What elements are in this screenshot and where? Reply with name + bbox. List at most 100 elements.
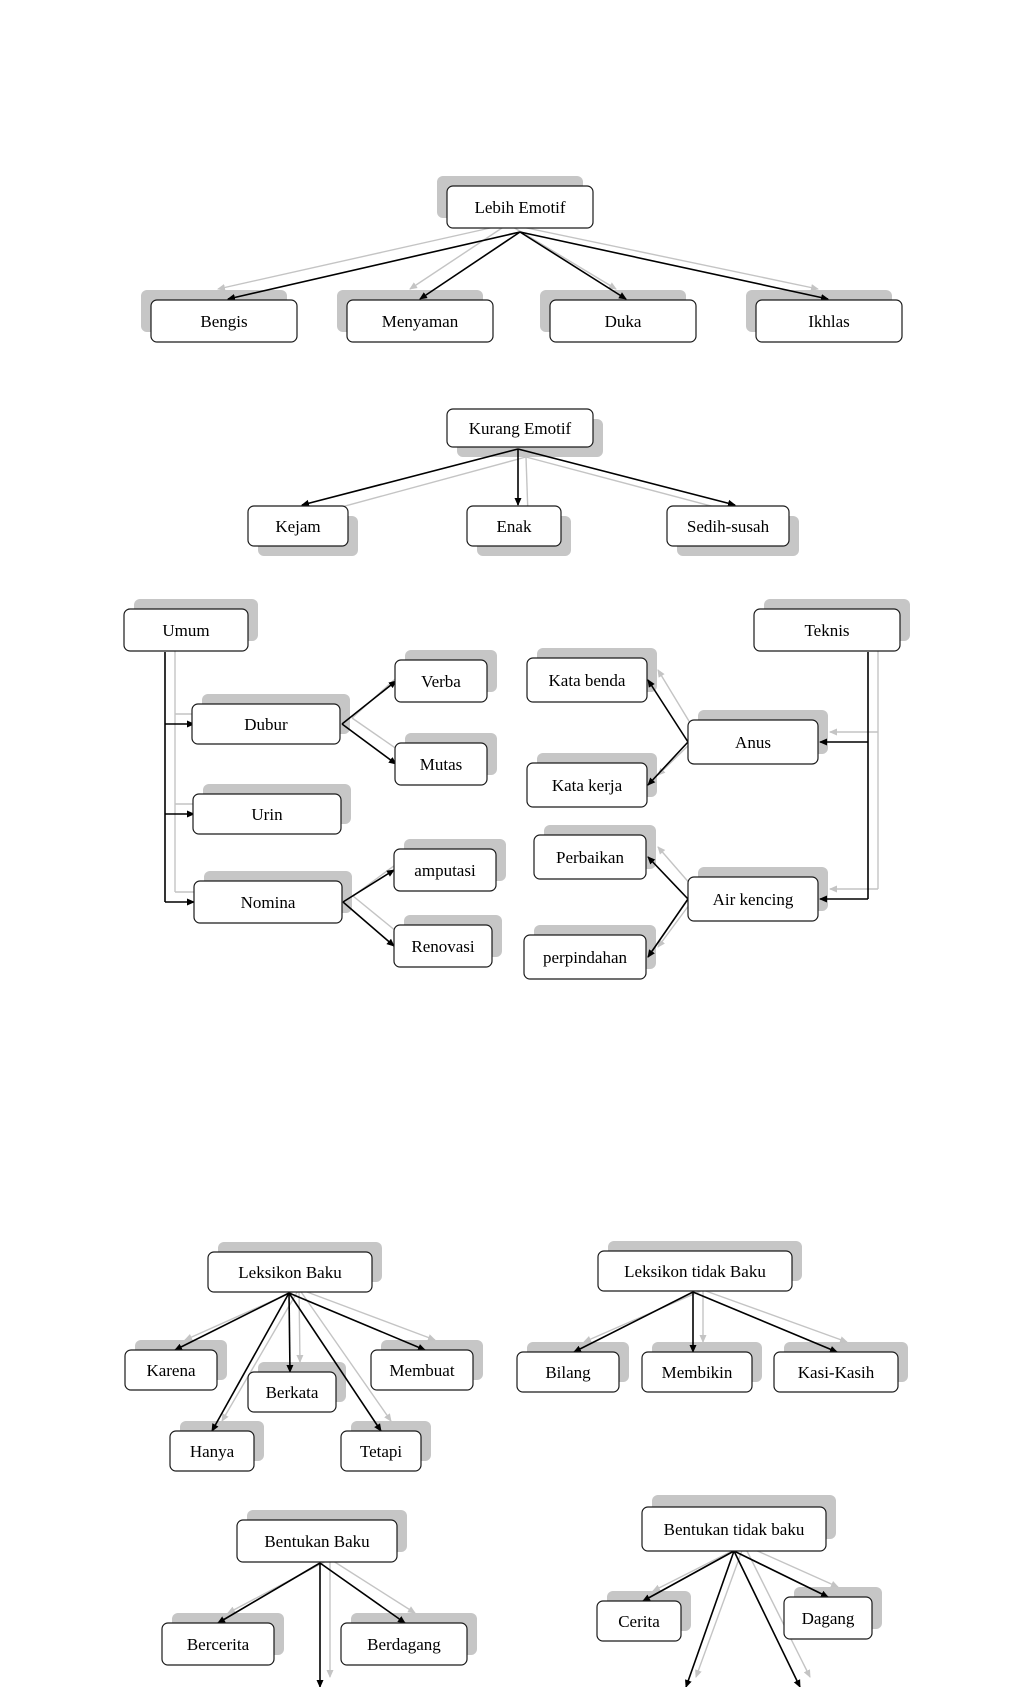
node-label-bilang: Bilang: [545, 1363, 591, 1382]
node-label-tetapi: Tetapi: [360, 1442, 403, 1461]
node-umum: Umum: [123, 608, 249, 652]
node-box-kejam: [247, 505, 349, 547]
node-label-nomina: Nomina: [241, 893, 296, 912]
node-box-amputasi: [393, 848, 497, 892]
connector-arrow-36: [647, 679, 689, 743]
node-label-dagang: Dagang: [802, 1609, 855, 1628]
node-box-bengis: [150, 299, 298, 343]
node-label-enak: Enak: [497, 517, 532, 536]
node-lebih-emotif: Lebih Emotif: [446, 185, 594, 229]
connector-arrow-28: [342, 901, 395, 947]
connector-arrow-22: [341, 680, 397, 725]
node-box-membuat: [370, 1349, 474, 1391]
node-label-kasi-kasih: Kasi-Kasih: [798, 1363, 875, 1382]
shadow-arrow-67: [652, 1544, 745, 1592]
shadow-arrow-69: [695, 1544, 745, 1678]
node-box-kasi-kasih: [773, 1351, 899, 1393]
connector-arrow-58: [692, 1291, 838, 1353]
node-label-verba: Verba: [421, 672, 461, 691]
node-bilang: Bilang: [516, 1351, 620, 1393]
node-label-bentukan-tidak-baku: Bentukan tidak baku: [664, 1520, 805, 1539]
node-label-berdagang: Berdagang: [367, 1635, 441, 1654]
node-label-cerita: Cerita: [618, 1612, 660, 1631]
node-box-nomina: [193, 880, 343, 924]
node-label-membikin: Membikin: [662, 1363, 733, 1382]
node-box-mutas: [394, 742, 488, 786]
connector-arrow-0: [227, 231, 521, 301]
connectors: [164, 231, 869, 1687]
connector-arrow-46: [286, 1292, 294, 1373]
shadow-arrow-55: [583, 1289, 704, 1343]
node-label-perpindahan: perpindahan: [543, 948, 628, 967]
node-box-sedih-susah: [666, 505, 790, 547]
node-box-umum: [123, 608, 249, 652]
node-label-leksikon-tidak-baku: Leksikon tidak Baku: [624, 1262, 766, 1281]
connector-arrow-42: [647, 898, 689, 958]
node-berkata: Berkata: [247, 1371, 337, 1413]
connector-arrow-72: [733, 1550, 829, 1598]
node-box-berkata: [247, 1371, 337, 1413]
shadow-arrow-53: [298, 1288, 392, 1422]
connector-arrow-66: [642, 1550, 735, 1602]
connector-arrow-4: [519, 231, 627, 300]
node-label-bentukan-baku: Bentukan Baku: [264, 1532, 370, 1551]
node-menyaman: Menyaman: [346, 299, 494, 343]
connector-arrow-60: [217, 1562, 321, 1624]
node-label-dubur: Dubur: [244, 715, 288, 734]
node-box-membikin: [641, 1351, 753, 1393]
node-box-menyaman: [346, 299, 494, 343]
node-label-berkata: Berkata: [266, 1383, 319, 1402]
node-ikhlas: Ikhlas: [755, 299, 903, 343]
node-label-lebih-emotif: Lebih Emotif: [474, 198, 565, 217]
node-box-perpindahan: [523, 934, 647, 980]
node-label-umum: Umum: [162, 621, 209, 640]
shadow-arrow-59: [702, 1289, 848, 1343]
connector-arrow-2: [419, 231, 521, 300]
node-box-perbaikan: [533, 834, 647, 880]
node-leksikon-baku: Leksikon Baku: [207, 1251, 373, 1293]
node-label-mutas: Mutas: [420, 755, 463, 774]
node-box-hanya: [169, 1430, 255, 1472]
node-box-kata-benda: [526, 657, 648, 703]
connector-arrow-54: [573, 1291, 694, 1353]
connector-arrow-26: [342, 869, 395, 903]
node-box-cerita: [596, 1600, 682, 1642]
node-kasi-kasih: Kasi-Kasih: [773, 1351, 899, 1393]
connector-arrow-44: [174, 1292, 290, 1351]
shadow-arrow-7: [507, 223, 819, 291]
node-duka: Duka: [549, 299, 697, 343]
node-label-sedih-susah: Sedih-susah: [687, 517, 770, 536]
node-perbaikan: Perbaikan: [533, 834, 647, 880]
node-box-dagang: [783, 1596, 873, 1640]
connector-arrow-64: [319, 1562, 406, 1624]
connector-arrow-52: [288, 1292, 382, 1432]
shadow-arrow-5: [507, 223, 617, 290]
node-box-duka: [549, 299, 697, 343]
node-label-teknis: Teknis: [804, 621, 849, 640]
node-anus: Anus: [687, 719, 819, 765]
node-kata-kerja: Kata kerja: [526, 762, 648, 808]
node-box-kata-kerja: [526, 762, 648, 808]
node-box-teknis: [753, 608, 901, 652]
node-kejam: Kejam: [247, 505, 349, 547]
node-label-urin: Urin: [251, 805, 283, 824]
connector-arrow-48: [288, 1292, 426, 1351]
node-label-perbaikan: Perbaikan: [556, 848, 624, 867]
node-label-bengis: Bengis: [200, 312, 247, 331]
node-verba: Verba: [394, 659, 488, 703]
node-box-bentukan-baku: [236, 1519, 398, 1563]
node-sedih-susah: Sedih-susah: [666, 505, 790, 547]
node-label-anus: Anus: [735, 733, 771, 752]
node-label-hanya: Hanya: [190, 1442, 235, 1461]
shadow-arrow-61: [227, 1558, 331, 1614]
node-cerita: Cerita: [596, 1600, 682, 1642]
shadow-arrow-1: [217, 223, 509, 291]
node-leksikon-tidak-baku: Leksikon tidak Baku: [597, 1250, 793, 1292]
node-bentukan-tidak-baku: Bentukan tidak baku: [641, 1506, 827, 1552]
node-box-tetapi: [340, 1430, 422, 1472]
node-dubur: Dubur: [191, 703, 341, 745]
shadow-arrow-71: [743, 1544, 811, 1678]
node-label-kata-benda: Kata benda: [549, 671, 626, 690]
